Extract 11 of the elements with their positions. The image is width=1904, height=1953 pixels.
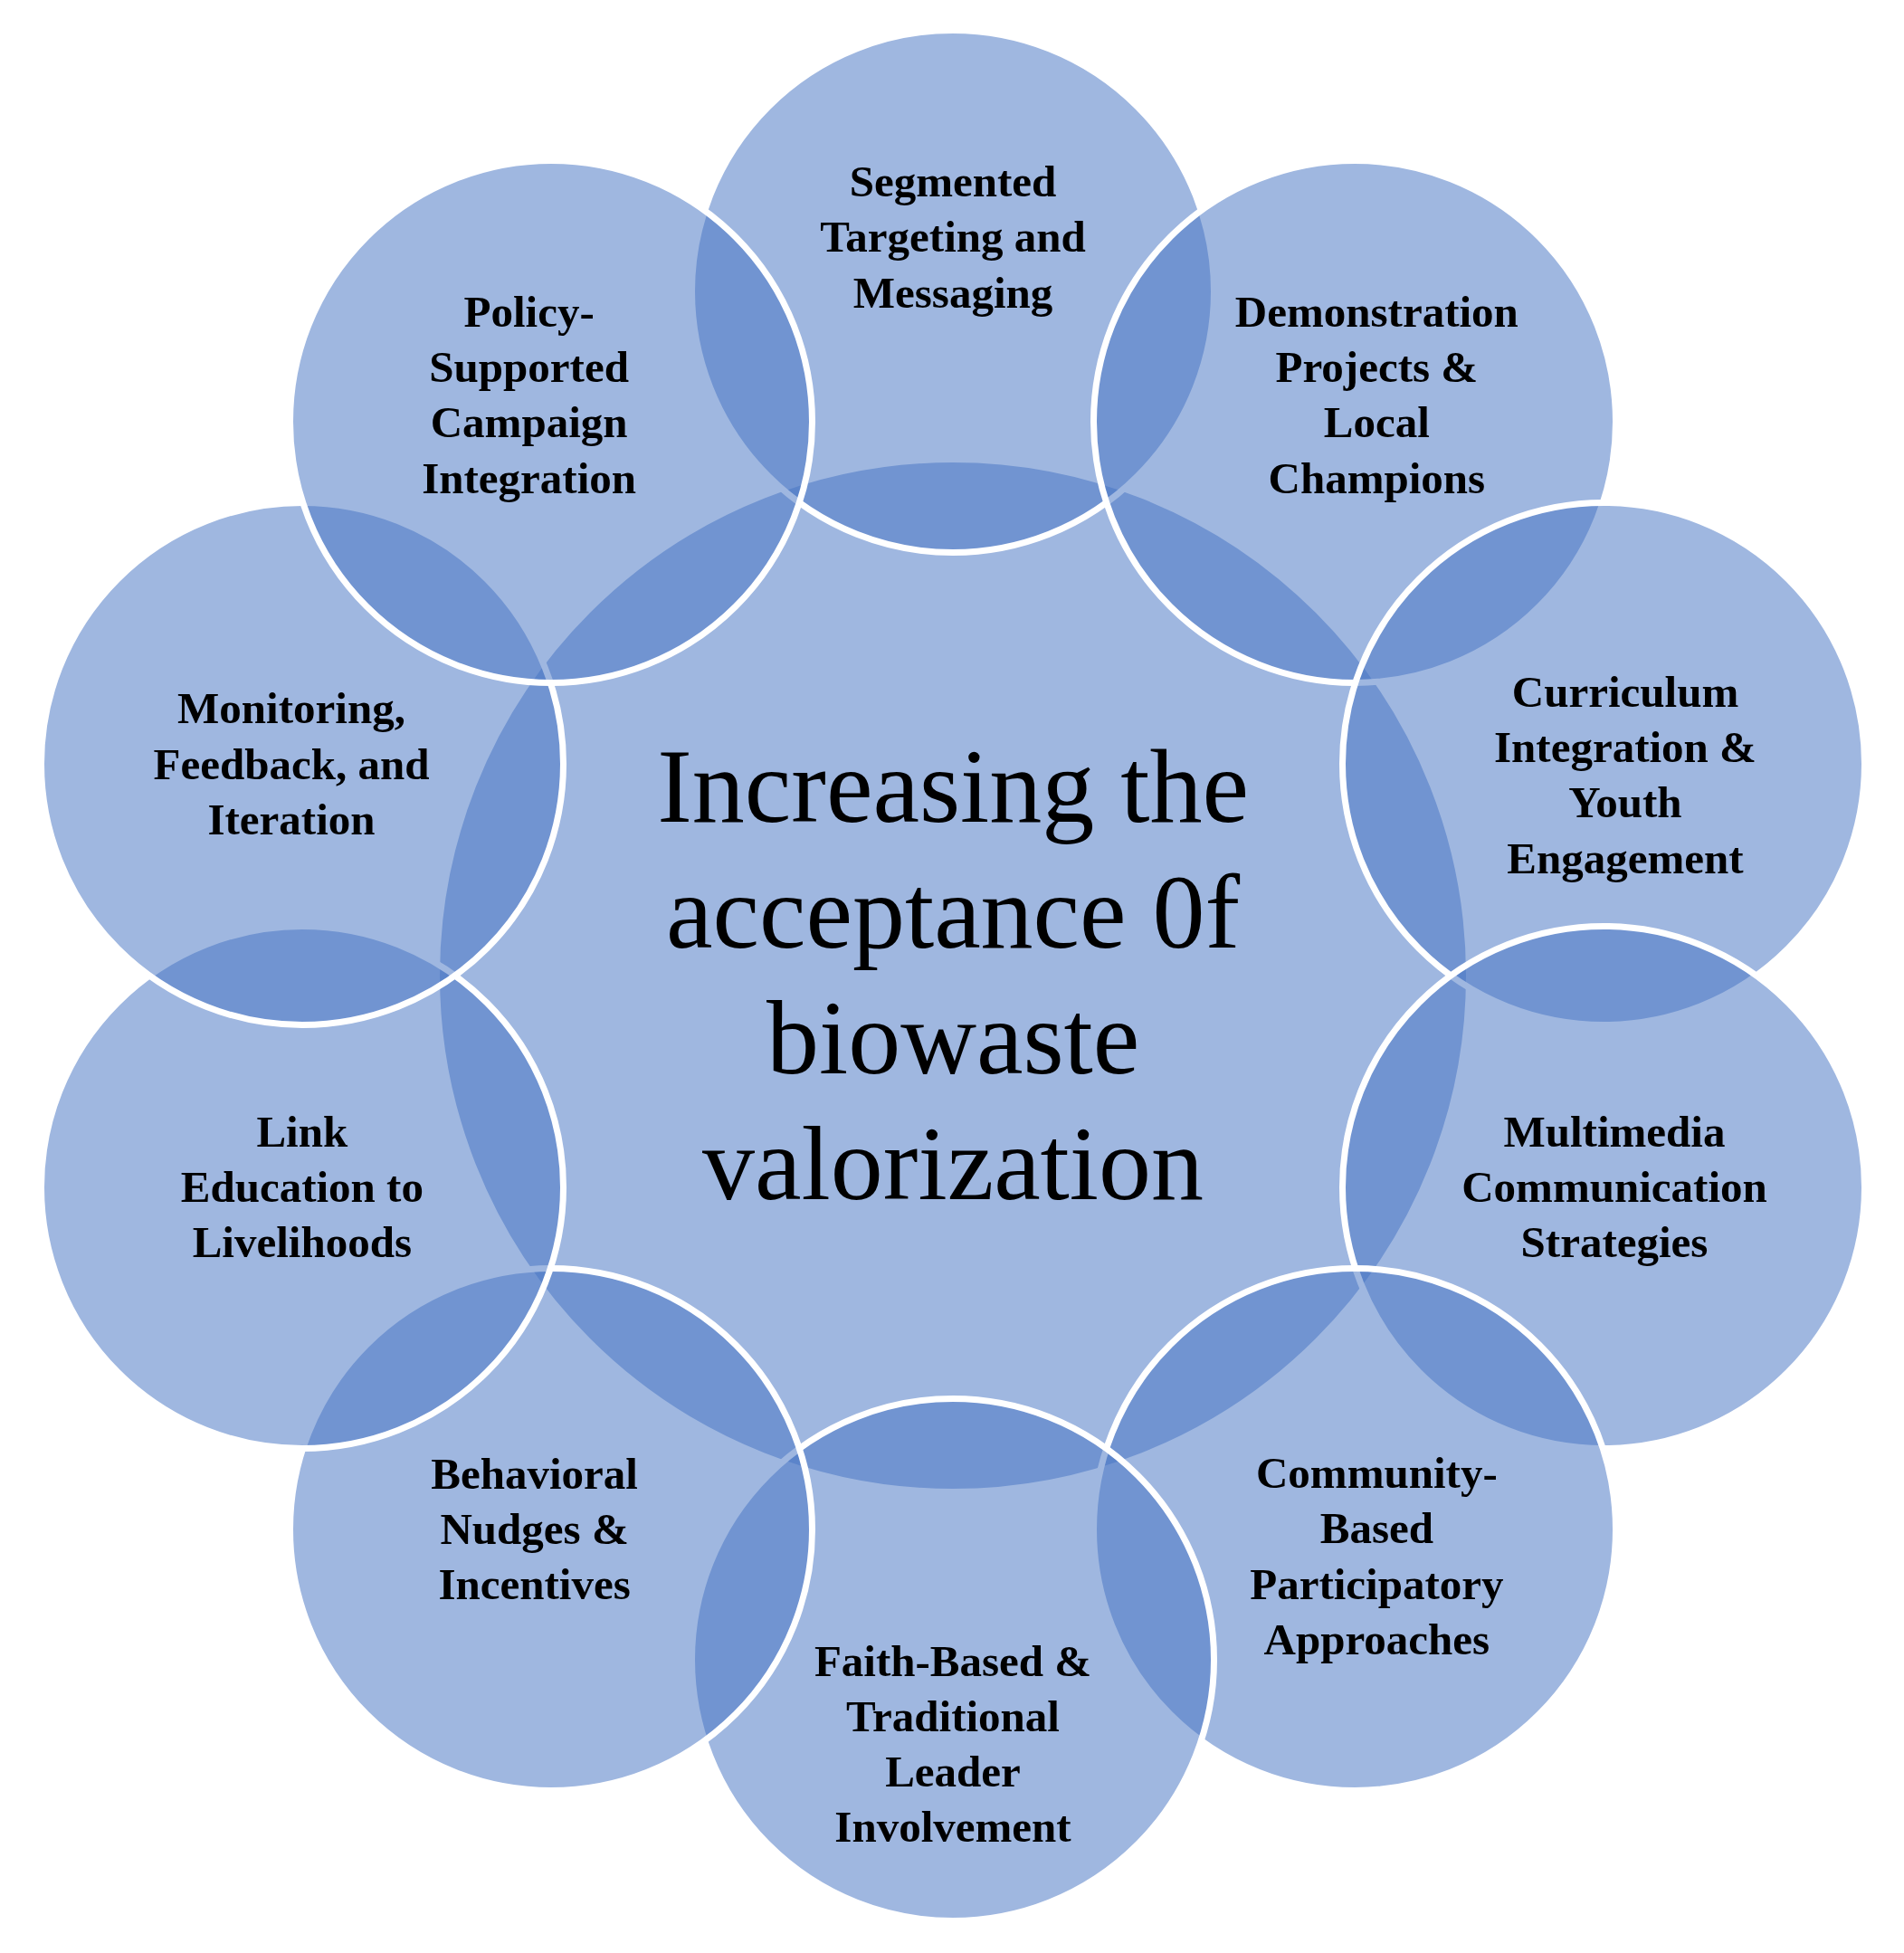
topic-label: Multimedia Communication Strategies bbox=[1461, 1105, 1768, 1270]
topic-label: Link Education to Livelihoods bbox=[179, 1105, 424, 1270]
topic-label: Segmented Targeting and Messaging bbox=[819, 156, 1087, 319]
central-topic-text: Increasing the acceptance 0f biowaste valorization bbox=[656, 727, 1250, 1224]
topic-label: Monitoring, Feedback, and Iteration bbox=[152, 682, 431, 846]
topic-label: Behavioral Nudges & Incentives bbox=[430, 1447, 639, 1612]
topic-label: Faith-Based & Traditional Leader Involvement bbox=[813, 1634, 1093, 1854]
topic-label: Policy-Supported Campaign Integration bbox=[421, 285, 638, 505]
topic-label: Community-Based Participatory Approaches bbox=[1249, 1447, 1505, 1666]
topic-label: Curriculum Integration & Youth Engagement bbox=[1493, 665, 1757, 885]
topic-label: Demonstration Projects & Local Champions bbox=[1233, 285, 1519, 505]
